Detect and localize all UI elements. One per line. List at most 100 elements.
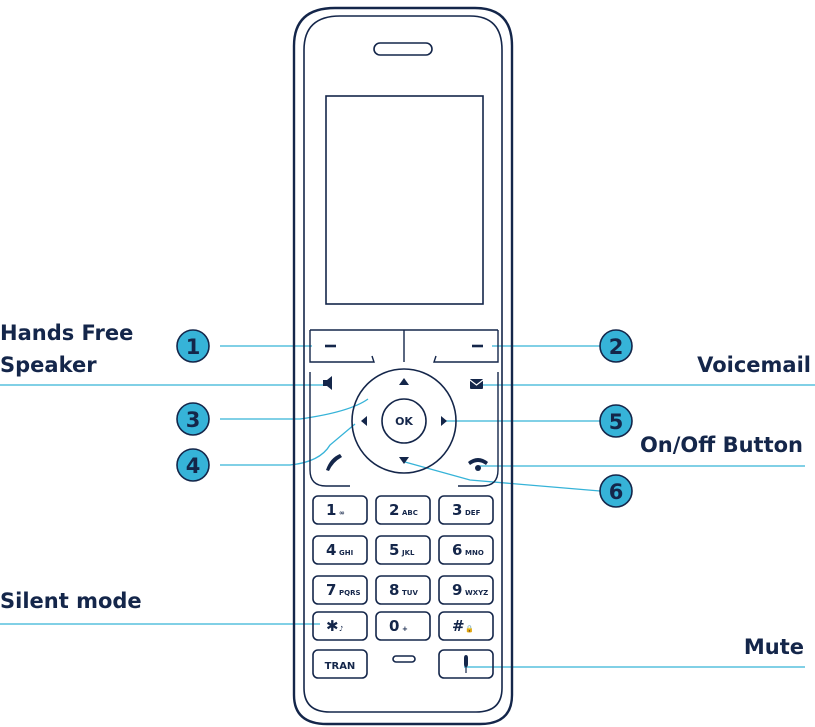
key-digit: 5 bbox=[389, 541, 399, 559]
tran-label: TRAN bbox=[325, 661, 356, 672]
key-12[interactable]: #🔒 bbox=[438, 611, 494, 641]
callout-6-circle bbox=[599, 474, 633, 508]
earpiece bbox=[373, 42, 433, 56]
phone-inner-outline bbox=[303, 15, 503, 713]
key-letters: PQRS bbox=[339, 589, 361, 597]
speaker-icon[interactable] bbox=[323, 376, 332, 390]
key-outline bbox=[375, 575, 431, 605]
key-1[interactable]: 1∞ bbox=[312, 495, 368, 525]
callout-5-number: 5 bbox=[609, 410, 624, 434]
microphone-icon bbox=[464, 655, 468, 672]
callouts: 1 2 3 4 5 6 bbox=[176, 329, 633, 508]
key-letters: GHI bbox=[339, 549, 353, 557]
key-outline bbox=[438, 575, 494, 605]
key-digit: 4 bbox=[326, 541, 336, 559]
left-side-key bbox=[309, 372, 350, 487]
key-letters: JKL bbox=[401, 549, 415, 557]
key-digit: 9 bbox=[452, 581, 462, 599]
key-outline bbox=[438, 611, 494, 641]
key-11[interactable]: 0+ bbox=[375, 611, 431, 641]
callout-3-number: 3 bbox=[186, 408, 201, 432]
key-outline bbox=[312, 575, 368, 605]
power-icon bbox=[475, 465, 481, 471]
label-mute: Mute bbox=[744, 635, 804, 659]
key-outline bbox=[375, 611, 431, 641]
key-letters: WXYZ bbox=[465, 589, 488, 597]
softkey-left-outline bbox=[309, 330, 375, 363]
callout-2: 2 bbox=[599, 329, 633, 363]
label-voicemail: Voicemail bbox=[697, 353, 811, 377]
callout-1-number: 1 bbox=[186, 335, 201, 359]
bottom-row bbox=[312, 649, 494, 679]
leader-line-4 bbox=[220, 423, 356, 466]
callout-5-circle bbox=[599, 404, 633, 438]
key-digit: 6 bbox=[452, 541, 462, 559]
envelope-flap bbox=[469, 379, 484, 386]
callout-1: 1 bbox=[176, 329, 210, 363]
key-letters: 🔒 bbox=[465, 625, 474, 633]
ok-label: OK bbox=[395, 415, 413, 428]
hangup-icon[interactable] bbox=[468, 458, 488, 465]
softkey-right-outline bbox=[433, 330, 499, 363]
callout-3: 3 bbox=[176, 402, 210, 436]
call-icon[interactable] bbox=[326, 454, 342, 471]
envelope-icon[interactable] bbox=[470, 379, 483, 389]
callout-2-number: 2 bbox=[609, 335, 624, 359]
tran-button[interactable] bbox=[312, 649, 368, 679]
key-letters: MNO bbox=[465, 549, 484, 557]
phone-handset bbox=[292, 6, 514, 726]
callout-2-circle bbox=[599, 329, 633, 363]
callout-4-number: 4 bbox=[186, 454, 201, 478]
nav-up-icon[interactable] bbox=[399, 378, 409, 385]
key-digit: 8 bbox=[389, 581, 399, 599]
callout-5: 5 bbox=[599, 404, 633, 438]
key-digit: 1 bbox=[326, 501, 336, 519]
label-speaker: Speaker bbox=[0, 353, 97, 377]
callout-6: 6 bbox=[599, 474, 633, 508]
callout-3-circle bbox=[176, 402, 210, 436]
callout-4: 4 bbox=[176, 448, 210, 482]
callout-6-number: 6 bbox=[609, 480, 624, 504]
key-10[interactable]: ✱♪ bbox=[312, 611, 368, 641]
mute-button[interactable] bbox=[438, 649, 494, 679]
leader-line-3 bbox=[220, 398, 369, 420]
key-digit: 0 bbox=[389, 617, 399, 635]
key-digit: 7 bbox=[326, 581, 336, 599]
key-letters: ∞ bbox=[339, 509, 345, 517]
ok-button[interactable] bbox=[381, 398, 427, 444]
nav-right-icon[interactable] bbox=[441, 416, 447, 426]
leader-lines bbox=[0, 345, 815, 668]
key-letters: TUV bbox=[402, 589, 418, 597]
key-outline bbox=[438, 495, 494, 525]
key-letters: ABC bbox=[402, 509, 418, 517]
key-letters: DEF bbox=[465, 509, 481, 517]
key-outline bbox=[375, 495, 431, 525]
nav-left-icon[interactable] bbox=[361, 416, 367, 426]
key-outline bbox=[312, 611, 368, 641]
key-letters: + bbox=[402, 625, 408, 633]
right-side-key bbox=[458, 372, 499, 487]
key-digit: 3 bbox=[452, 501, 462, 519]
key-outline bbox=[312, 535, 368, 565]
callout-1-circle bbox=[176, 329, 210, 363]
handset-icons bbox=[323, 376, 488, 471]
nav-ring bbox=[351, 368, 457, 474]
key-digit: 2 bbox=[389, 501, 399, 519]
key-digit: ✱ bbox=[326, 617, 339, 635]
nav-down-icon[interactable] bbox=[399, 457, 409, 464]
key-letters: ♪ bbox=[339, 625, 343, 633]
display-screen bbox=[325, 95, 484, 305]
key-digit: # bbox=[452, 617, 465, 635]
label-on-off: On/Off Button bbox=[640, 433, 803, 457]
label-silent-mode: Silent mode bbox=[0, 589, 142, 613]
